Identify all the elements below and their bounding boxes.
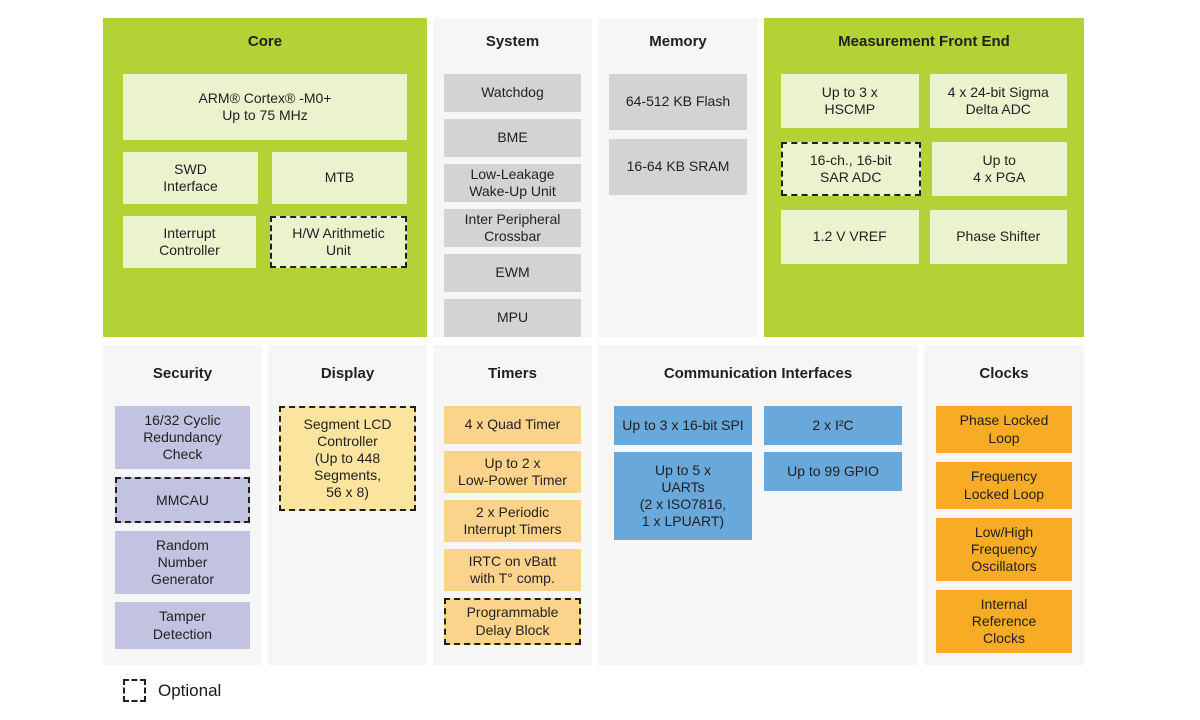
block-interrupt-controller: Interrupt Controller (123, 216, 256, 268)
panel-clocks: Clocks Phase Locked Loop Frequency Locke… (924, 345, 1084, 665)
display-blocks: Segment LCD Controller (Up to 448 Segmen… (268, 406, 427, 512)
block-phase-shifter: Phase Shifter (929, 210, 1067, 264)
block-low-power-timer: Up to 2 x Low-Power Timer (444, 451, 581, 494)
block-periodic-interrupt-timers: 2 x Periodic Interrupt Timers (444, 500, 581, 543)
block-mtb: MTB (272, 152, 407, 204)
panel-title-communication-interfaces: Communication Interfaces (663, 365, 853, 382)
block-sram: 16-64 KB SRAM (609, 139, 747, 195)
system-blocks: Watchdog BME Low-Leakage Wake-Up Unit In… (433, 73, 592, 337)
bottom-row: Security 16/32 Cyclic Redundancy Check M… (103, 345, 1200, 665)
comm-row-2: Up to 5 x UARTs (2 x ISO7816, 1 x LPUART… (614, 452, 902, 541)
block-llwu: Low-Leakage Wake-Up Unit (444, 163, 581, 202)
mfe-row-2: 16-ch., 16-bit SAR ADC Up to 4 x PGA (781, 142, 1067, 196)
block-irtc: IRTC on vBatt with T° comp. (444, 549, 581, 592)
panel-title-measurement-front-end: Measurement Front End (838, 33, 1010, 50)
mfe-row-3: 1.2 V VREF Phase Shifter (781, 210, 1067, 264)
block-random-number-generator: Random Number Generator (115, 531, 250, 595)
block-hw-arithmetic-unit: H/W Arithmetic Unit (270, 216, 407, 268)
block-frequency-locked-loop: Frequency Locked Loop (936, 462, 1072, 509)
security-blocks: 16/32 Cyclic Redundancy Check MMCAU Rand… (103, 406, 262, 649)
memory-blocks: 64-512 KB Flash 16-64 KB SRAM (598, 74, 758, 195)
core-blocks: ARM® Cortex® -M0+ Up to 75 MHz SWD Inter… (103, 74, 427, 268)
block-gpio: Up to 99 GPIO (764, 452, 902, 491)
block-bme: BME (444, 118, 581, 157)
panel-memory: Memory 64-512 KB Flash 16-64 KB SRAM (598, 18, 758, 337)
block-spi: Up to 3 x 16-bit SPI (614, 406, 752, 445)
legend: Optional (123, 679, 1200, 702)
panel-title-security: Security (152, 365, 213, 382)
mfe-row-1: Up to 3 x HSCMP 4 x 24-bit Sigma Delta A… (781, 74, 1067, 128)
mfe-blocks: Up to 3 x HSCMP 4 x 24-bit Sigma Delta A… (764, 74, 1084, 264)
block-swd-interface: SWD Interface (123, 152, 258, 204)
block-ewm: EWM (444, 254, 581, 292)
block-i2c: 2 x I²C (764, 406, 902, 445)
panel-timers: Timers 4 x Quad Timer Up to 2 x Low-Powe… (433, 345, 592, 665)
block-sar-adc: 16-ch., 16-bit SAR ADC (781, 142, 921, 196)
block-pga: Up to 4 x PGA (931, 142, 1067, 196)
panel-title-core: Core (247, 33, 283, 50)
block-segment-lcd-controller: Segment LCD Controller (Up to 448 Segmen… (279, 406, 416, 512)
block-tamper-detection: Tamper Detection (115, 602, 250, 649)
panel-core: Core ARM® Cortex® -M0+ Up to 75 MHz SWD … (103, 18, 427, 337)
panel-title-memory: Memory (649, 33, 707, 50)
panel-title-display: Display (320, 365, 375, 382)
clocks-blocks: Phase Locked Loop Frequency Locked Loop … (924, 406, 1084, 654)
comm-blocks: Up to 3 x 16-bit SPI 2 x I²C Up to 5 x U… (598, 406, 918, 541)
panel-system: System Watchdog BME Low-Leakage Wake-Up … (433, 18, 592, 337)
block-quad-timer: 4 x Quad Timer (444, 406, 581, 444)
panel-display: Display Segment LCD Controller (Up to 44… (268, 345, 427, 665)
core-row-2: SWD Interface MTB (123, 152, 407, 204)
panel-title-timers: Timers (488, 365, 537, 382)
block-phase-locked-loop: Phase Locked Loop (936, 406, 1072, 453)
block-sigma-delta-adc: 4 x 24-bit Sigma Delta ADC (929, 74, 1067, 128)
optional-dashed-box-icon (123, 679, 146, 702)
block-crc: 16/32 Cyclic Redundancy Check (115, 406, 250, 470)
block-watchdog: Watchdog (444, 73, 581, 112)
block-internal-reference-clocks: Internal Reference Clocks (936, 590, 1072, 654)
legend-label: Optional (158, 680, 222, 700)
block-flash: 64-512 KB Flash (609, 74, 747, 130)
block-programmable-delay-block: Programmable Delay Block (444, 598, 581, 645)
comm-row-1: Up to 3 x 16-bit SPI 2 x I²C (614, 406, 902, 445)
panel-measurement-front-end: Measurement Front End Up to 3 x HSCMP 4 … (764, 18, 1084, 337)
panel-title-system: System (485, 33, 540, 50)
block-vref: 1.2 V VREF (781, 210, 919, 264)
block-mmcau: MMCAU (115, 477, 250, 524)
block-uarts: Up to 5 x UARTs (2 x ISO7816, 1 x LPUART… (614, 452, 752, 541)
mcu-block-diagram: Core ARM® Cortex® -M0+ Up to 75 MHz SWD … (103, 18, 1200, 702)
panel-communication-interfaces: Communication Interfaces Up to 3 x 16-bi… (598, 345, 918, 665)
block-oscillators: Low/High Frequency Oscillators (936, 518, 1072, 582)
core-row-3: Interrupt Controller H/W Arithmetic Unit (123, 216, 407, 268)
panel-security: Security 16/32 Cyclic Redundancy Check M… (103, 345, 262, 665)
block-inter-peripheral-crossbar: Inter Peripheral Crossbar (444, 208, 581, 247)
block-mpu: MPU (444, 299, 581, 337)
panel-title-clocks: Clocks (979, 365, 1029, 382)
timers-blocks: 4 x Quad Timer Up to 2 x Low-Power Timer… (433, 406, 592, 645)
top-row: Core ARM® Cortex® -M0+ Up to 75 MHz SWD … (103, 18, 1200, 337)
block-hscmp: Up to 3 x HSCMP (781, 74, 919, 128)
block-arm-cortex: ARM® Cortex® -M0+ Up to 75 MHz (123, 74, 407, 140)
